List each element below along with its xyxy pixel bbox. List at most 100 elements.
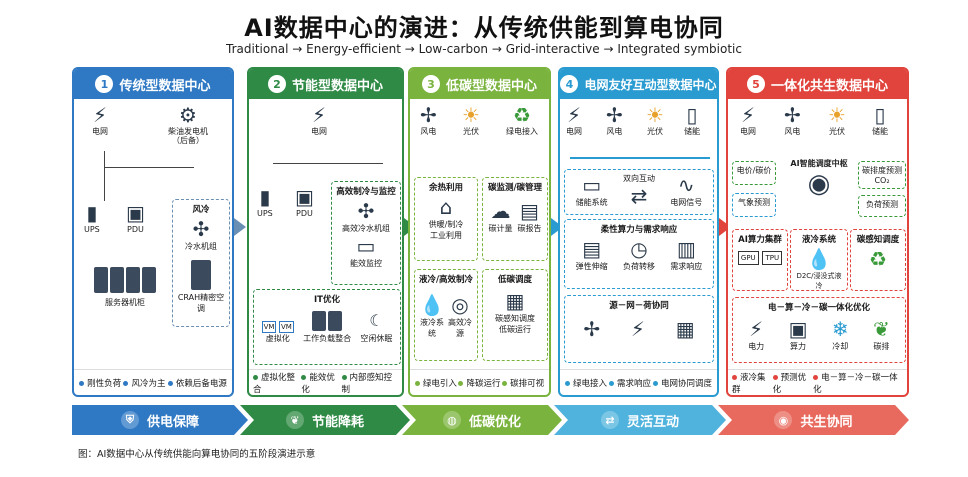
interaction-box: ▭储能系统 双向互动⇄ ∿电网信号 [564, 169, 714, 215]
stage-4-foot-1: 绿电接入 [564, 377, 607, 389]
carbon-management-box: 碳监测/碳管理 ☁碳计量 ▤碳报告 [482, 177, 548, 261]
pdu-label: PDU [127, 225, 144, 234]
carbon-forecast-label: 碳排度预测 [862, 166, 902, 175]
chip-icon: ▣ [788, 317, 808, 341]
stage-1-foot-3: 依赖后备电源 [167, 377, 227, 389]
pdu-icon: ▣ [295, 185, 314, 209]
chevron-energy-saving: ❦ 节能降耗 [240, 405, 410, 435]
moon-icon: ☾ [369, 311, 384, 330]
carbon-schedule-label: 碳感知调度 低碳运行 [495, 314, 535, 334]
grid-label: 电网 [740, 127, 756, 136]
stage-3-title: 低碳型数据中心 [445, 78, 537, 94]
ups-icon: ▮ [86, 201, 98, 225]
solar-power: ☀ 光伏 [646, 103, 664, 136]
it-optimization-title: IT优化 [314, 295, 340, 305]
chevron-power-supply: ⛨ 供电保障 [72, 405, 248, 435]
signal-icon: ∿ [677, 173, 695, 197]
stage-2-foot-3: 内部感知控制 [341, 372, 393, 395]
solar-panel-icon: ☀ [462, 103, 480, 127]
load-forecast: 负荷预测 [858, 195, 906, 217]
flexible-compute-box: 柔性算力与需求响应 ▤弹性伸缩 ◷负荷转移 ▥需求响应 [564, 219, 714, 289]
bar-chart-icon: ▥ [676, 237, 696, 261]
stage-3-number: 3 [421, 75, 440, 93]
house-heat-icon: ⌂ [439, 195, 453, 219]
stage-1-foot-2: 风冷为主 [123, 377, 166, 389]
rack-icon [303, 311, 351, 333]
ups-label: UPS [257, 209, 273, 218]
chevron-flexible-interaction: ⇄ 灵活互动 [554, 405, 726, 435]
elastic-label: 弹性伸缩 [575, 262, 608, 271]
stage-2-number: 2 [267, 75, 286, 93]
generator-icon: ⚙ [179, 103, 197, 127]
report-icon: ▤ [520, 199, 539, 223]
waste-heat-box: 余热利用 ⌂ 供暖/制冷 工业利用 [414, 177, 478, 261]
d2c-label: D2C/浸没式液冷 [796, 272, 842, 290]
stage-5-body: ⚡ 电网 ✢ 风电 ☀ 光伏 ▯ 储能 电价/碳价 气象预测 AI智能调度中枢 … [728, 99, 907, 369]
brain-icon: ◉ [807, 169, 831, 200]
genset-label: 柴油发电机 （后备） [168, 127, 208, 146]
carbon-label: 碳排 [873, 342, 890, 351]
stage-2-body: ⚡ 电网 ▮ UPS ▣ PDU 高效制冷与监控 ✣ 高效冷水机组 ▭ 能效监控… [249, 99, 402, 369]
shield-icon: ⛨ [121, 411, 139, 429]
co2-icon: ☁ [490, 199, 511, 223]
storage: ▯ 储能 [872, 103, 888, 136]
grid-label: 电网 [92, 127, 108, 136]
ups-label: UPS [84, 225, 100, 234]
liquid-cooling-title: 液冷系统 [801, 235, 836, 245]
droplet-icon: 💧 [419, 293, 445, 317]
solar-panel-icon: ☀ [646, 103, 664, 127]
chevron-label: 节能降耗 [311, 414, 364, 430]
stage-3-footer: 绿电引入 降碳运行 碳排可视 [410, 369, 549, 395]
co-optimization-title: 电－算－冷－碳一体化优化 [767, 303, 870, 313]
ai-cluster-box: AI算力集群 GPU TPU [732, 229, 788, 291]
stage-1-footer: 刚性负荷 风冷为主 依赖后备电源 [74, 369, 232, 395]
fan-icon: ✣ [192, 217, 210, 241]
wind-cool-label: 风冷 [192, 205, 210, 215]
stage-5-foot-2: 预测优化 [772, 372, 807, 395]
stage-4-body: ⚡ 电网 ✢ 风电 ☀ 光伏 ▯ 储能 ▭储能系统 双向互动⇄ ∿电网信号 柔性… [560, 99, 717, 369]
flexible-compute-title: 柔性算力与需求响应 [600, 225, 678, 235]
virtualization-label: 虚拟化 [265, 334, 290, 343]
efficient-chiller-label: 高效冷水机组 [342, 224, 390, 233]
server-racks: 服务器机柜 [80, 267, 170, 307]
stage-1-header: 1 传统型数据中心 [74, 69, 232, 99]
tpu-chip-icon: TPU [762, 251, 783, 265]
grid-signal-label: 电网信号 [670, 198, 703, 207]
liquid-cooling-title: 液冷/高效制冷 [418, 275, 474, 285]
it-optimization-box: IT优化 VM VM 虚拟化 工作负载整合 ☾ 空闲休眠 [253, 289, 401, 365]
pv-label: 光伏 [646, 127, 663, 136]
racks-label: 服务器机柜 [105, 298, 145, 308]
idle-sleep: ☾ 空闲休眠 [360, 309, 392, 344]
chevron-label: 共生协同 [800, 414, 853, 430]
chevron-label: 灵活互动 [626, 414, 679, 430]
liquid-cooling-box: 液冷/高效制冷 💧液冷系统 ◎高效冷源 [414, 269, 478, 361]
pdu: ▣ PDU [295, 185, 314, 218]
stage-5-title: 一体化共生数据中心 [770, 78, 888, 94]
stage-3-panel: 3 低碳型数据中心 ✢ 风电 ☀ 光伏 ♻ 绿电接入 余热利用 ⌂ 供暖/制冷 … [408, 67, 551, 397]
stage-1-panel: 1 传统型数据中心 ⚡ 电网 ⚙ 柴油发电机 （后备） ▮ UPS ▣ PDU … [72, 67, 234, 397]
source-grid-load-title: 源－网－荷协同 [609, 301, 669, 311]
ups: ▮ UPS [84, 201, 100, 234]
waste-heat-title: 余热利用 [428, 183, 463, 193]
power-tower-icon: ⚡ [740, 103, 756, 127]
bidirectional-label: 双向互动 [622, 174, 655, 183]
power-tower-icon: ⚡ [630, 317, 645, 341]
stage-2-header: 2 节能型数据中心 [249, 69, 402, 99]
grid-label: 电网 [566, 127, 582, 136]
pdu-label: PDU [296, 209, 313, 218]
crah-icon [176, 260, 226, 292]
rack-icon [93, 267, 157, 295]
globe-icon: ◍ [443, 411, 461, 429]
solar-panel-icon: ☀ [828, 103, 846, 127]
clock-icon: ◷ [630, 237, 648, 261]
bidirectional-arrow-icon: ⇄ [630, 184, 648, 208]
liquid-cooling-box: 液冷系统 💧 D2C/浸没式液冷 [790, 229, 848, 291]
source-grid-load-box: 源－网－荷协同 ✢ ⚡ ▦ [564, 295, 714, 363]
heat-label: 供暖/制冷 工业利用 [428, 220, 464, 240]
wind-label: 风电 [606, 127, 623, 136]
grid-tower: ⚡ 电网 [740, 103, 756, 136]
calendar-leaf-icon: ▦ [505, 289, 525, 313]
liquid-system-label: 液冷系统 [420, 318, 444, 338]
battery-system-icon: ▭ [582, 173, 602, 197]
